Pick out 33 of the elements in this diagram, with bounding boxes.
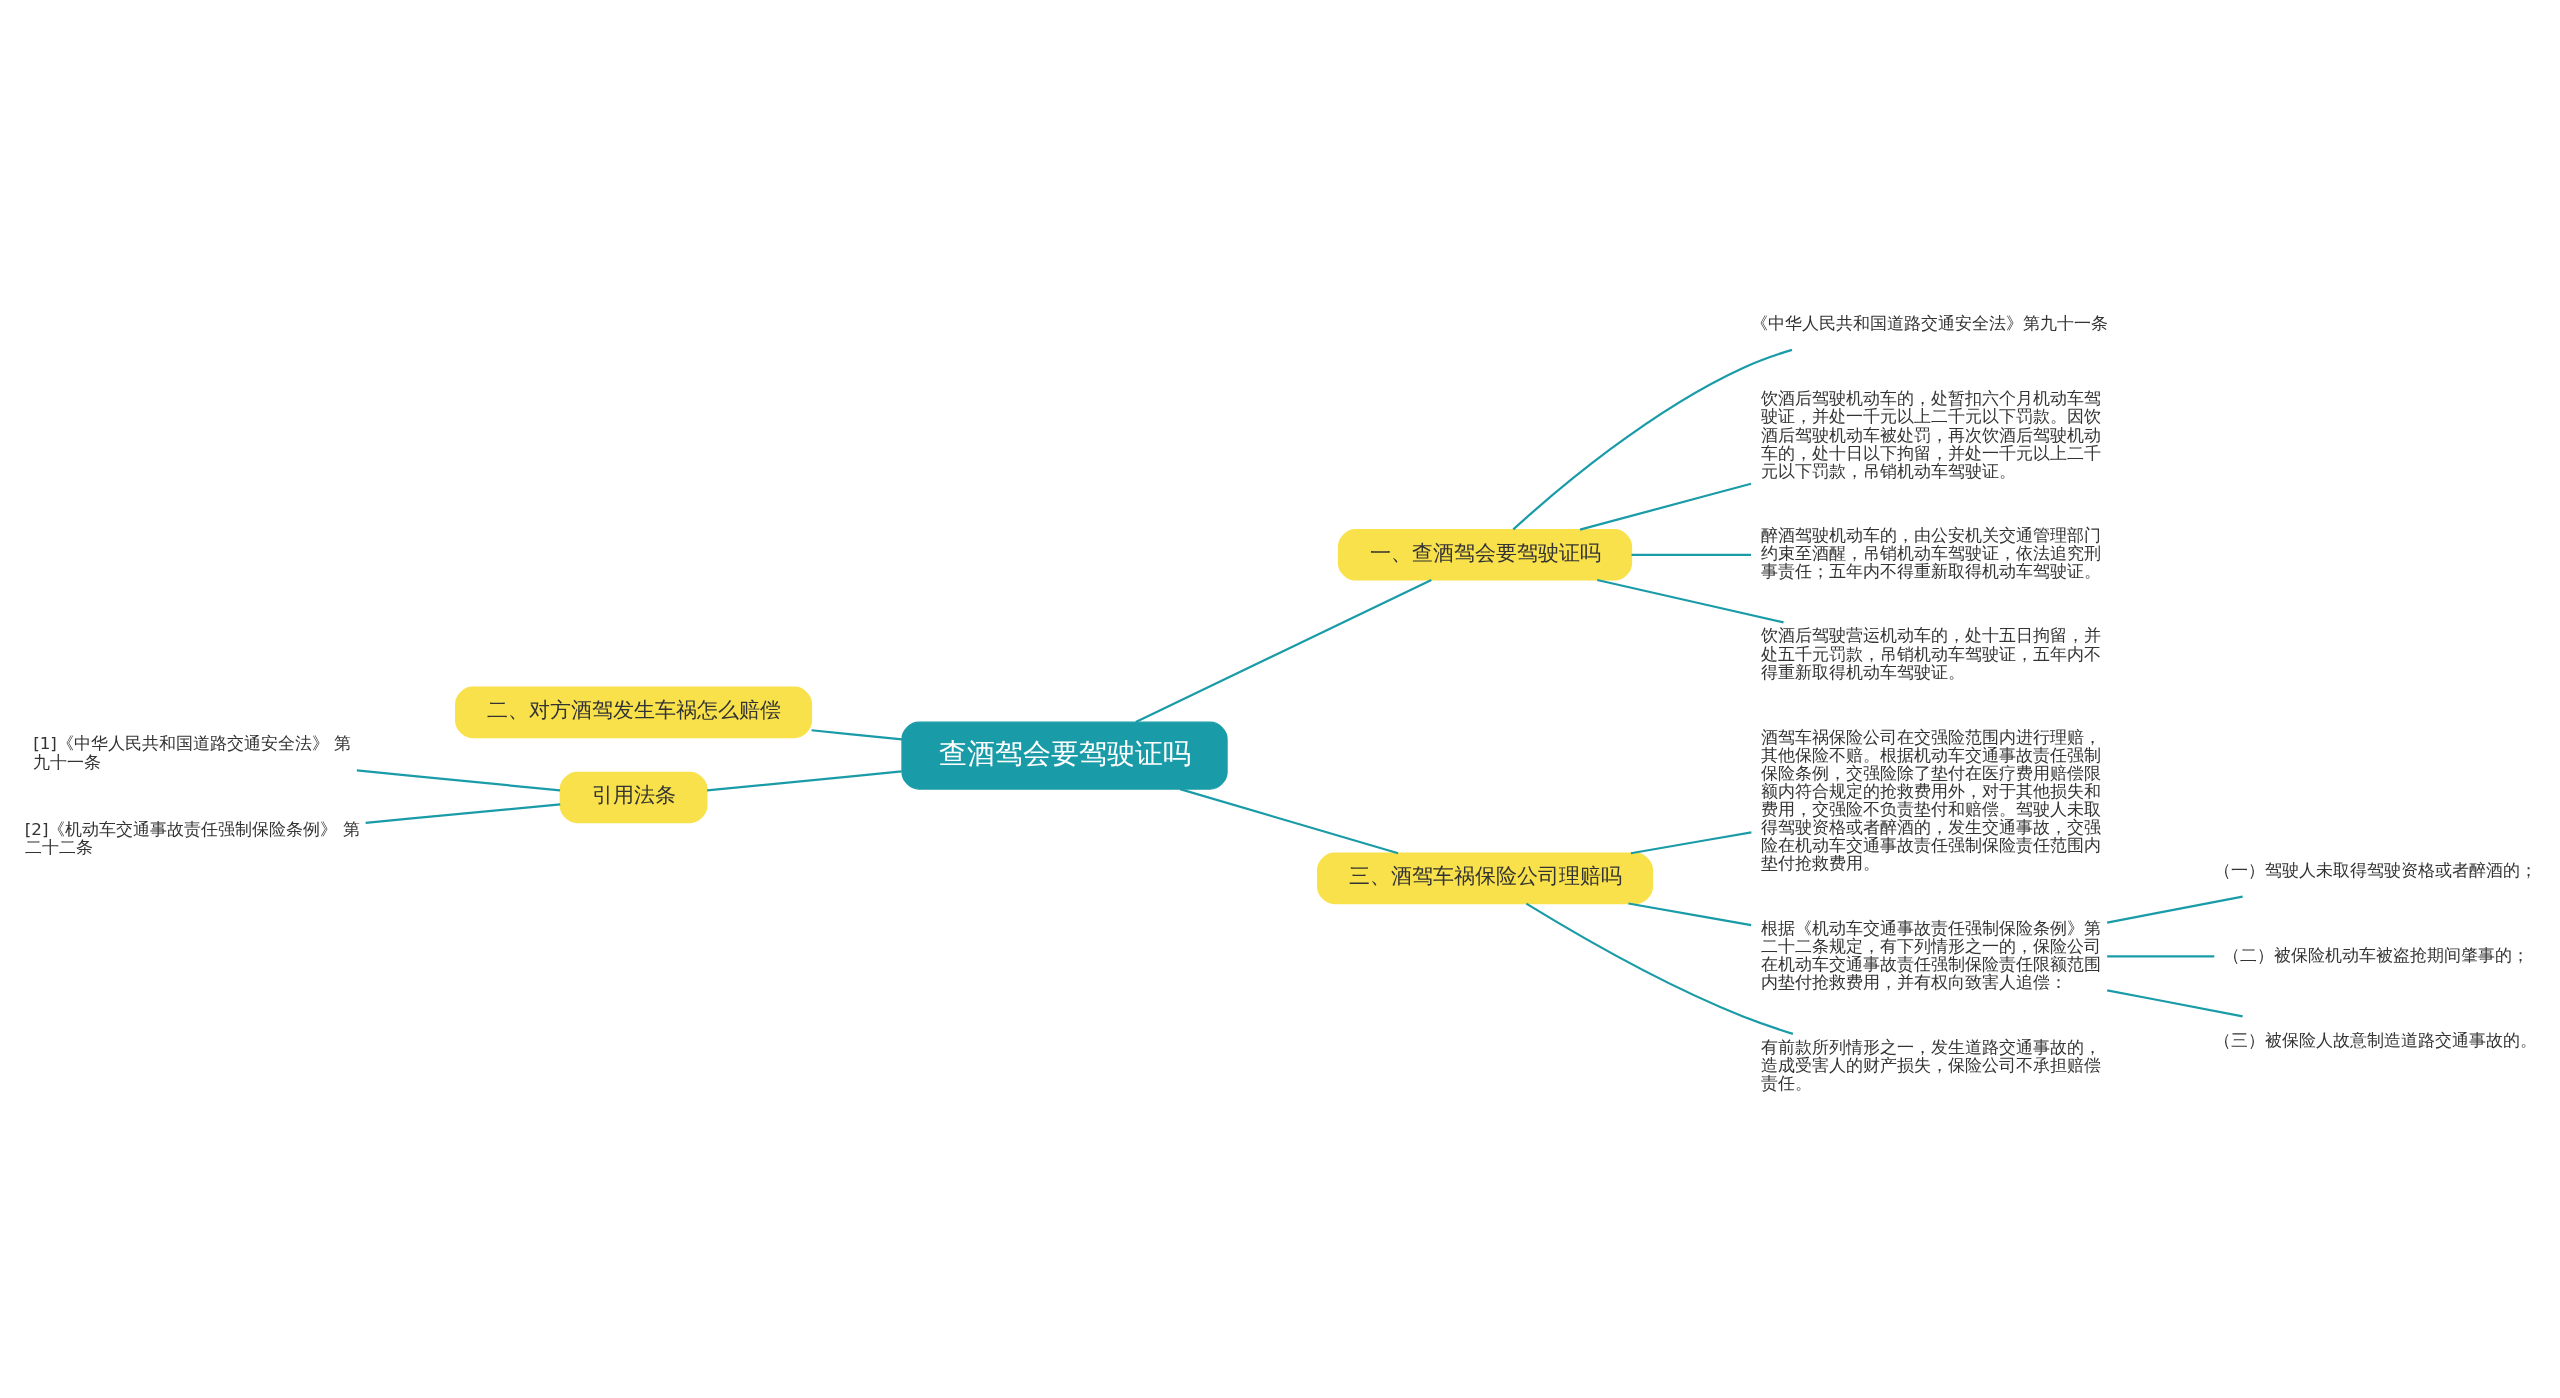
connector	[811, 728, 903, 740]
node-box: 引用法条	[559, 771, 708, 823]
node-text: （一）驾驶人未取得驾驶资格或者醉酒的；	[2214, 859, 2538, 880]
connector	[1630, 830, 1752, 854]
connector	[2106, 895, 2243, 924]
node-text: 有前款所列情形之一，发生道路交通事故的，造成受害人的财产损失，保险公司不承担赔偿责任。	[1761, 1036, 2102, 1093]
node-text: [1]《中华人民共和国道路交通安全法》 第九十一条	[33, 733, 352, 772]
connector	[365, 802, 561, 824]
node-text: 根据《机动车交通事故责任强制保险条例》第二十二条规定，有下列情形之一的，保险公司在机动车交通事故责任强制保险责任限额范围内垫付抢救费用，并有权向致害人追偿：	[1761, 917, 2102, 992]
node-box: 查酒驾会要驾驶证吗	[901, 720, 1228, 790]
node-text: 醉酒驾驶机动车的，由公安机关交通管理部门约束至酒醒，吊销机动车驾驶证，依法追究刑事责任；五年内不得重新取得机动车驾驶证。	[1761, 524, 2102, 581]
connector	[1631, 553, 1752, 556]
connector	[1628, 901, 1752, 926]
connector	[707, 769, 902, 792]
node-text: （二）被保险机动车被盗抢期间肇事的；	[2222, 944, 2529, 965]
node-box: 二、对方酒驾发生车祸怎么赔偿	[455, 686, 813, 738]
node-text: 《中华人民共和国道路交通安全法》第九十一条	[1750, 312, 2108, 333]
connector	[1525, 902, 1794, 1035]
connector	[1179, 787, 1399, 854]
node-text: 饮酒后驾驶营运机动车的，处十五日拘留，并处五千元罚款，吊销机动车驾驶证，五年内不得重新取得机动车驾驶证。	[1761, 624, 2102, 682]
node-text: 饮酒后驾驶机动车的，处暂扣六个月机动车驾驶证，并处一千元以上二千元以下罚款。因饮酒后驾驶机动车被处罚，再次饮酒后驾驶机动车的，处十日以下拘留，并处一千元以上二千元以下罚款，吊销机动车驾驶证。	[1761, 387, 2102, 481]
node-box: 三、酒驾车祸保险公司理赔吗	[1316, 852, 1654, 904]
node-box: 一、查酒驾会要驾驶证吗	[1337, 528, 1633, 581]
node-text: 酒驾车祸保险公司在交强险范围内进行理赔，其他保险不赔。根据机动车交通事故责任强制保险条例，交强险除了垫付在医疗费用赔偿限额内符合规定的抢救费用外，对于其他损失和费用，交强险不负责垫付和赔偿。驾驶人未取得驾驶资格或者醉酒的，发生交通事故，交强险在机动车交通事故责任强制保险责任范围内垫付抢救费用。	[1761, 726, 2102, 873]
connector	[1579, 482, 1752, 531]
connector	[1597, 578, 1784, 623]
connector	[1135, 578, 1432, 723]
connector	[2107, 954, 2215, 958]
connector	[2106, 988, 2243, 1017]
node-text: [2]《机动车交通事故责任强制保险条例》 第二十二条	[24, 818, 360, 857]
connector	[356, 768, 561, 791]
node-text: （三）被保险人故意制造道路交通事故的。	[2214, 1029, 2538, 1050]
connector	[1512, 348, 1793, 530]
